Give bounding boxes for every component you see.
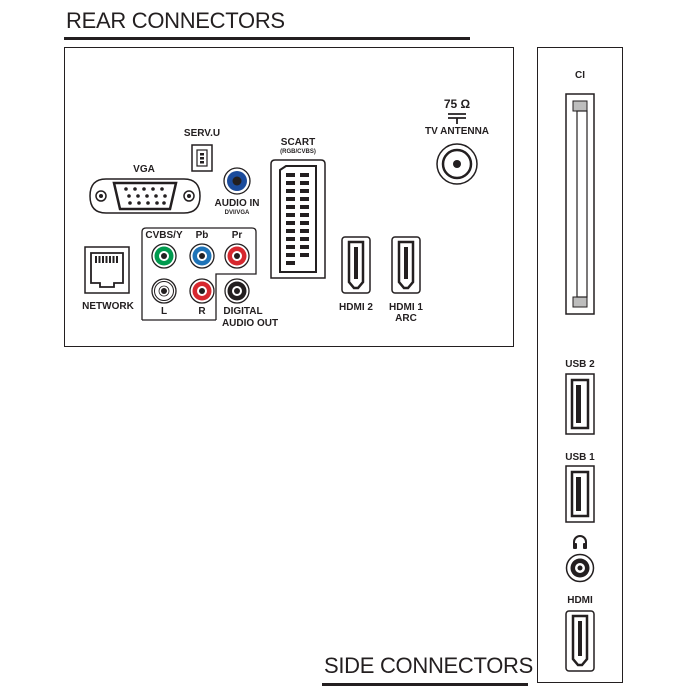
usb-2-label: USB 2	[565, 359, 595, 370]
serv-u-label: SERV.U	[183, 128, 221, 139]
pr-jack[interactable]	[224, 243, 250, 269]
digital-audio-out-jack[interactable]	[224, 278, 250, 304]
ci-slot[interactable]	[565, 93, 595, 315]
hdmi-2-label: HDMI 2	[339, 302, 373, 313]
antenna-impedance-label: 75 Ω	[443, 97, 471, 111]
side-connectors-heading: SIDE CONNECTORS	[324, 653, 534, 678]
audio-in-sublabel: DVI/VGA	[224, 210, 250, 216]
hdmi-1-arc-port[interactable]	[391, 236, 421, 294]
headphone-icon	[572, 534, 588, 550]
audio-l-jack[interactable]	[151, 278, 177, 304]
audio-r-label: R	[198, 306, 206, 317]
serv-u-port[interactable]	[191, 144, 213, 172]
hdmi-2-port[interactable]	[341, 236, 371, 294]
usb-2-port[interactable]	[565, 373, 595, 435]
audio-in-jack[interactable]	[223, 167, 251, 195]
tv-antenna-port[interactable]	[435, 142, 479, 186]
pr-label: Pr	[231, 230, 243, 241]
vga-label: VGA	[133, 164, 155, 175]
headphone-jack[interactable]	[565, 553, 595, 583]
network-label: NETWORK	[82, 301, 134, 312]
scart-port[interactable]	[269, 158, 327, 280]
usb-1-port[interactable]	[565, 465, 595, 523]
tv-antenna-label: TV ANTENNA	[424, 126, 490, 137]
pb-label: Pb	[195, 230, 209, 241]
hdmi-1-label: HDMI 1	[389, 302, 423, 313]
network-port[interactable]	[84, 246, 130, 294]
cvbs-y-label: CVBS/Y	[145, 230, 183, 241]
scart-label: SCART	[280, 137, 316, 148]
cvbs-y-jack[interactable]	[151, 243, 177, 269]
hdmi-1-arc-sublabel: ARC	[395, 313, 417, 324]
side-hdmi-port[interactable]	[565, 610, 595, 672]
audio-l-label: L	[160, 306, 168, 317]
digital-audio-out-label-line1: DIGITAL	[223, 306, 263, 317]
rear-connectors-heading: REAR CONNECTORS	[66, 8, 285, 33]
rear-heading-underline	[64, 37, 470, 40]
side-heading-underline	[322, 683, 528, 686]
audio-in-label: AUDIO IN	[214, 198, 260, 209]
scart-sublabel: (RGB/CVBS)	[280, 149, 316, 155]
side-hdmi-label: HDMI	[567, 595, 593, 606]
ci-label: CI	[575, 70, 585, 81]
digital-audio-out-label-line2: AUDIO OUT	[221, 318, 279, 329]
vga-port[interactable]	[88, 176, 202, 216]
antenna-symbol-icon	[447, 112, 467, 124]
audio-r-jack[interactable]	[189, 278, 215, 304]
pb-jack[interactable]	[189, 243, 215, 269]
usb-1-label: USB 1	[565, 452, 595, 463]
component-audio-group	[140, 226, 258, 322]
scart-pins	[286, 173, 309, 265]
